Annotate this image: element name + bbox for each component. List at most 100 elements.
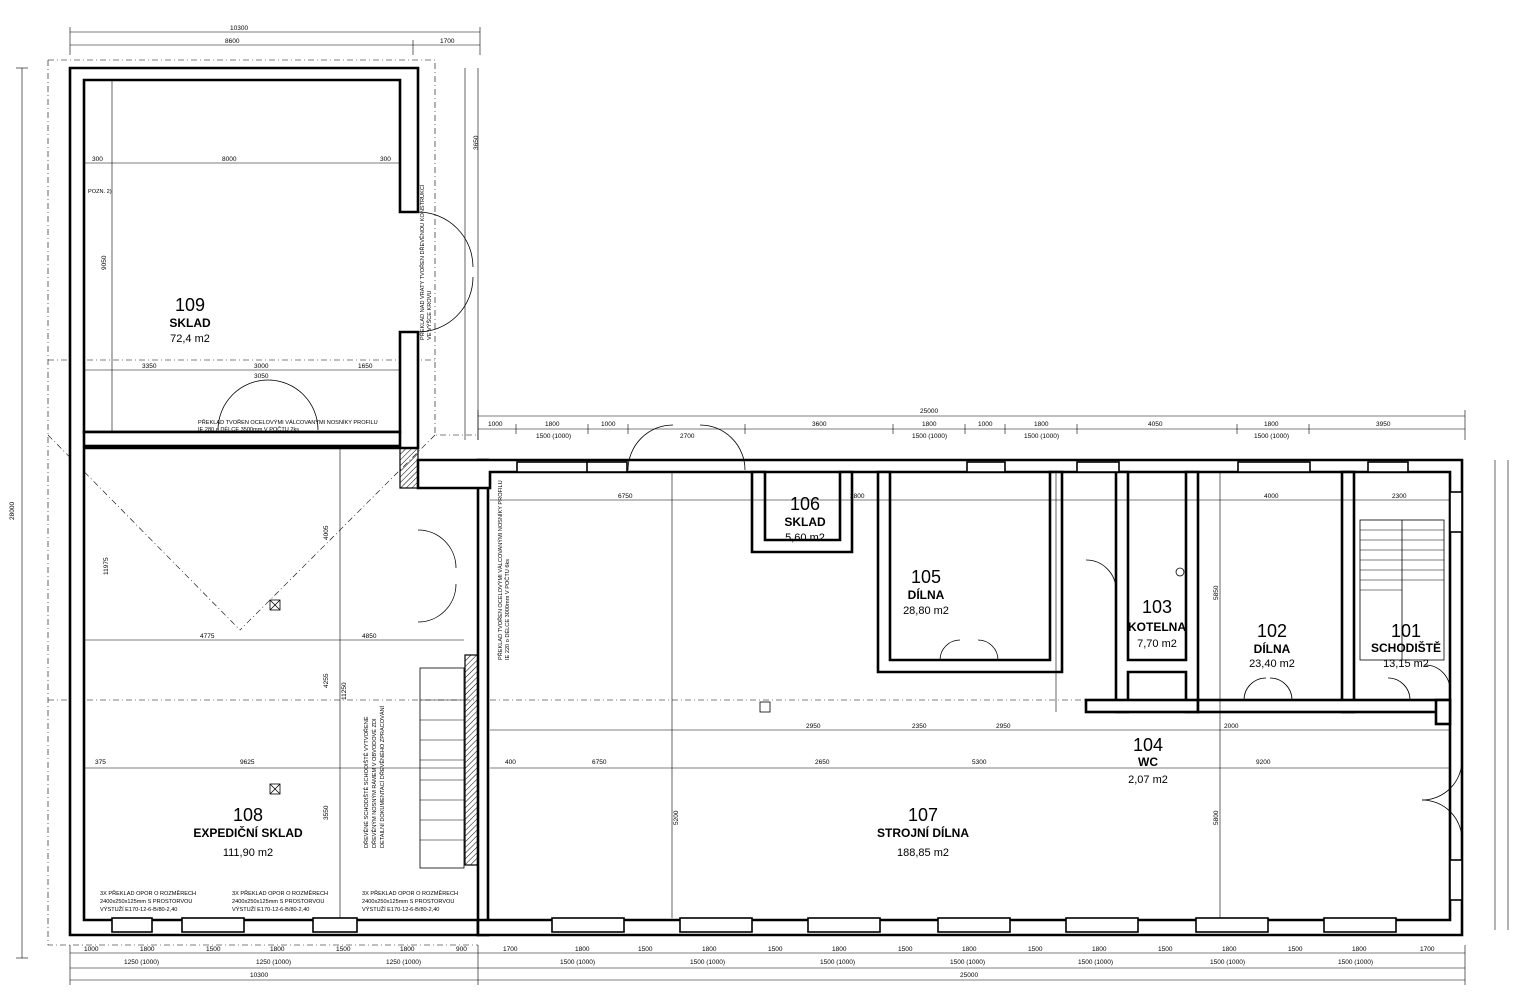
dim-b-1250b-b: 1250 (1000) bbox=[256, 959, 291, 966]
dim-b-1500b-b: 1500 (1000) bbox=[690, 959, 725, 966]
dim-d375: 375 bbox=[95, 759, 106, 766]
dim-b-1500-b: 1500 bbox=[336, 946, 351, 953]
note-stair: DŘEVĚNÉ SCHODIŠTĚ SCHODIŠTĚ VYTVOŘENÉ bbox=[362, 716, 370, 848]
dim-d1000-b: 1000 bbox=[601, 421, 616, 428]
note-lintel-107: PŘEKLAD TVOŘEN OCELOVÝMI VÁLCOVANÝMI NOS… bbox=[496, 480, 504, 660]
dim-b-1500-c: 1500 bbox=[638, 946, 653, 953]
room-101-name: SCHODIŠTĚ bbox=[1371, 640, 1441, 655]
dim-d3000: 3000 bbox=[254, 363, 269, 370]
dim-d6750-b: 6750 bbox=[592, 759, 607, 766]
dim-d9050: 9050 bbox=[101, 255, 108, 270]
dim-d1500b-c: 1500 (1000) bbox=[1024, 433, 1059, 440]
room-108-number: 108 bbox=[233, 805, 263, 825]
dim-b-1500-f: 1500 bbox=[1028, 946, 1043, 953]
dim-d4775: 4775 bbox=[200, 633, 215, 640]
dim-d1800-a: 1800 bbox=[545, 421, 560, 428]
dim-height-left: 28000 bbox=[9, 502, 16, 520]
dim-d2650: 2650 bbox=[815, 759, 830, 766]
dim-b-1500b-c: 1500 (1000) bbox=[820, 959, 855, 966]
note-lintel-109: PŘEKLAD TVOŘEN OCELOVÝMI VÁLCOVANÝMI NOS… bbox=[198, 418, 378, 426]
room-106-name: SKLAD bbox=[784, 515, 826, 529]
dim-d2800: 2800 bbox=[850, 493, 865, 500]
note-stair2: DŘEVĚNÝM NOSNÝM RÁMEM V OBVODOVÉ ZDI bbox=[370, 718, 378, 848]
dim-b-1500-d: 1500 bbox=[768, 946, 783, 953]
column-markers bbox=[269, 567, 1185, 795]
room-109-number: 109 bbox=[175, 295, 205, 315]
dim-d300-a: 300 bbox=[92, 156, 103, 163]
dim-bottom-total-left: 10300 bbox=[250, 972, 268, 979]
dim-d1500b-d: 1500 (1000) bbox=[1254, 433, 1289, 440]
dim-d1500b-a: 1500 (1000) bbox=[536, 433, 571, 440]
dim-d2950b: 2950 bbox=[996, 723, 1011, 730]
dim-d1650: 1650 bbox=[358, 363, 373, 370]
dim-d5850: 5850 bbox=[1213, 585, 1220, 600]
room-107-number: 107 bbox=[908, 805, 938, 825]
dim-d1000-c: 1000 bbox=[978, 421, 993, 428]
dim-d11250: 11250 bbox=[341, 682, 348, 700]
dim-b-1500b-e: 1500 (1000) bbox=[1078, 959, 1113, 966]
dim-b-1500-a: 1500 bbox=[206, 946, 221, 953]
room-104-area: 2,07 m2 bbox=[1128, 774, 1168, 786]
dim-b-1800-j: 1800 bbox=[1352, 946, 1367, 953]
dim-d1800-c: 1800 bbox=[1034, 421, 1049, 428]
note-lintel-a1: 3X PŘEKLAD OPOR O ROZMĚRECH bbox=[100, 889, 196, 897]
dim-b-900: 900 bbox=[456, 946, 467, 953]
dim-b-1800-a: 1800 bbox=[140, 946, 155, 953]
room-102-name: DÍLNA bbox=[1254, 641, 1291, 656]
windows bbox=[111, 461, 1463, 933]
dim-b-1250b-c: 1250 (1000) bbox=[386, 959, 421, 966]
dim-d3550: 3550 bbox=[323, 805, 330, 820]
notes: PŘEKLAD TVOŘEN OCELOVÝMI VÁLCOVANÝMI NOS… bbox=[88, 184, 511, 913]
room-labels: 109 SKLAD 72,4 m2 108 EXPEDIČNÍ SKLAD 11… bbox=[169, 295, 1441, 859]
note-lintel-b2: 2400x250x125mm S PROSTORVOU bbox=[232, 899, 324, 905]
dim-d1500b-b: 1500 (1000) bbox=[912, 433, 947, 440]
dim-top-1700: 1700 bbox=[440, 38, 455, 45]
dim-b-1500b-a: 1500 (1000) bbox=[560, 959, 595, 966]
dim-d11975: 11975 bbox=[103, 557, 110, 575]
room-106-number: 106 bbox=[790, 494, 820, 514]
dim-b-1800-e: 1800 bbox=[702, 946, 717, 953]
note-lintel-b1: 3X PŘEKLAD OPOR O ROZMĚRECH bbox=[232, 889, 328, 897]
dim-b-1700: 1700 bbox=[1420, 946, 1435, 953]
interior-dims bbox=[84, 80, 1450, 918]
room-105-name: DÍLNA bbox=[908, 587, 945, 602]
note-lintel-b3: VÝSTUŽÍ E170-12-6-B/80-2,40 bbox=[232, 905, 309, 913]
dim-b-1800-f: 1800 bbox=[832, 946, 847, 953]
dim-d1800-b: 1800 bbox=[922, 421, 937, 428]
dim-b-1700: 1700 bbox=[503, 946, 518, 953]
room-103-area: 7,70 m2 bbox=[1137, 638, 1177, 650]
dim-b-1800-i: 1800 bbox=[1222, 946, 1237, 953]
note-lintel-a3: VÝSTUŽÍ E170-12-6-B/80-2,40 bbox=[100, 905, 177, 913]
dimension-texts: 10300 8600 1700 300 8000 300 3350 3000 1… bbox=[9, 25, 1435, 979]
dim-d3350: 3350 bbox=[142, 363, 157, 370]
dim-b-1800-d: 1800 bbox=[575, 946, 590, 953]
dim-d9200: 9200 bbox=[1256, 759, 1271, 766]
dim-d9625: 9625 bbox=[240, 759, 255, 766]
dim-d3950: 3950 bbox=[1376, 421, 1391, 428]
dim-d3600: 3600 bbox=[812, 421, 827, 428]
note-lintel-c3: VÝSTUŽÍ E170-12-6-B/80-2,40 bbox=[362, 905, 439, 913]
dim-d2350: 2350 bbox=[912, 723, 927, 730]
dim-b-1000: 1000 bbox=[84, 946, 99, 953]
note-lintel-c1: 3X PŘEKLAD OPOR O ROZMĚRECH bbox=[362, 889, 458, 897]
dim-d400: 400 bbox=[505, 759, 516, 766]
room-101-area: 13,15 m2 bbox=[1383, 658, 1429, 670]
room-107-area: 188,85 m2 bbox=[897, 847, 949, 859]
room-101-number: 101 bbox=[1391, 621, 1421, 641]
walls-right-wing bbox=[416, 458, 1464, 937]
note-lintel-c2: 2400x250x125mm S PROSTORVOU bbox=[362, 899, 454, 905]
dim-d1800-d: 1800 bbox=[1264, 421, 1279, 428]
dim-b-1500b-f: 1500 (1000) bbox=[1210, 959, 1245, 966]
dim-d2700: 2700 bbox=[680, 433, 695, 440]
dim-d4050: 4050 bbox=[1148, 421, 1163, 428]
note-roof: PŘEKLAD NAD VRATY TVOŘEN DŘEVĚNOU KONSTR… bbox=[418, 184, 426, 340]
dim-d2950: 2950 bbox=[806, 723, 821, 730]
room-103-name: KOTELNA bbox=[1128, 620, 1186, 634]
dim-b-1250b-a: 1250 (1000) bbox=[124, 959, 159, 966]
dim-d3050: 3050 bbox=[254, 373, 269, 380]
door-swings bbox=[217, 211, 1463, 841]
dim-d6750-a: 6750 bbox=[618, 493, 633, 500]
dim-b-1500-h: 1500 bbox=[1288, 946, 1303, 953]
dim-d5200: 5200 bbox=[673, 810, 680, 825]
